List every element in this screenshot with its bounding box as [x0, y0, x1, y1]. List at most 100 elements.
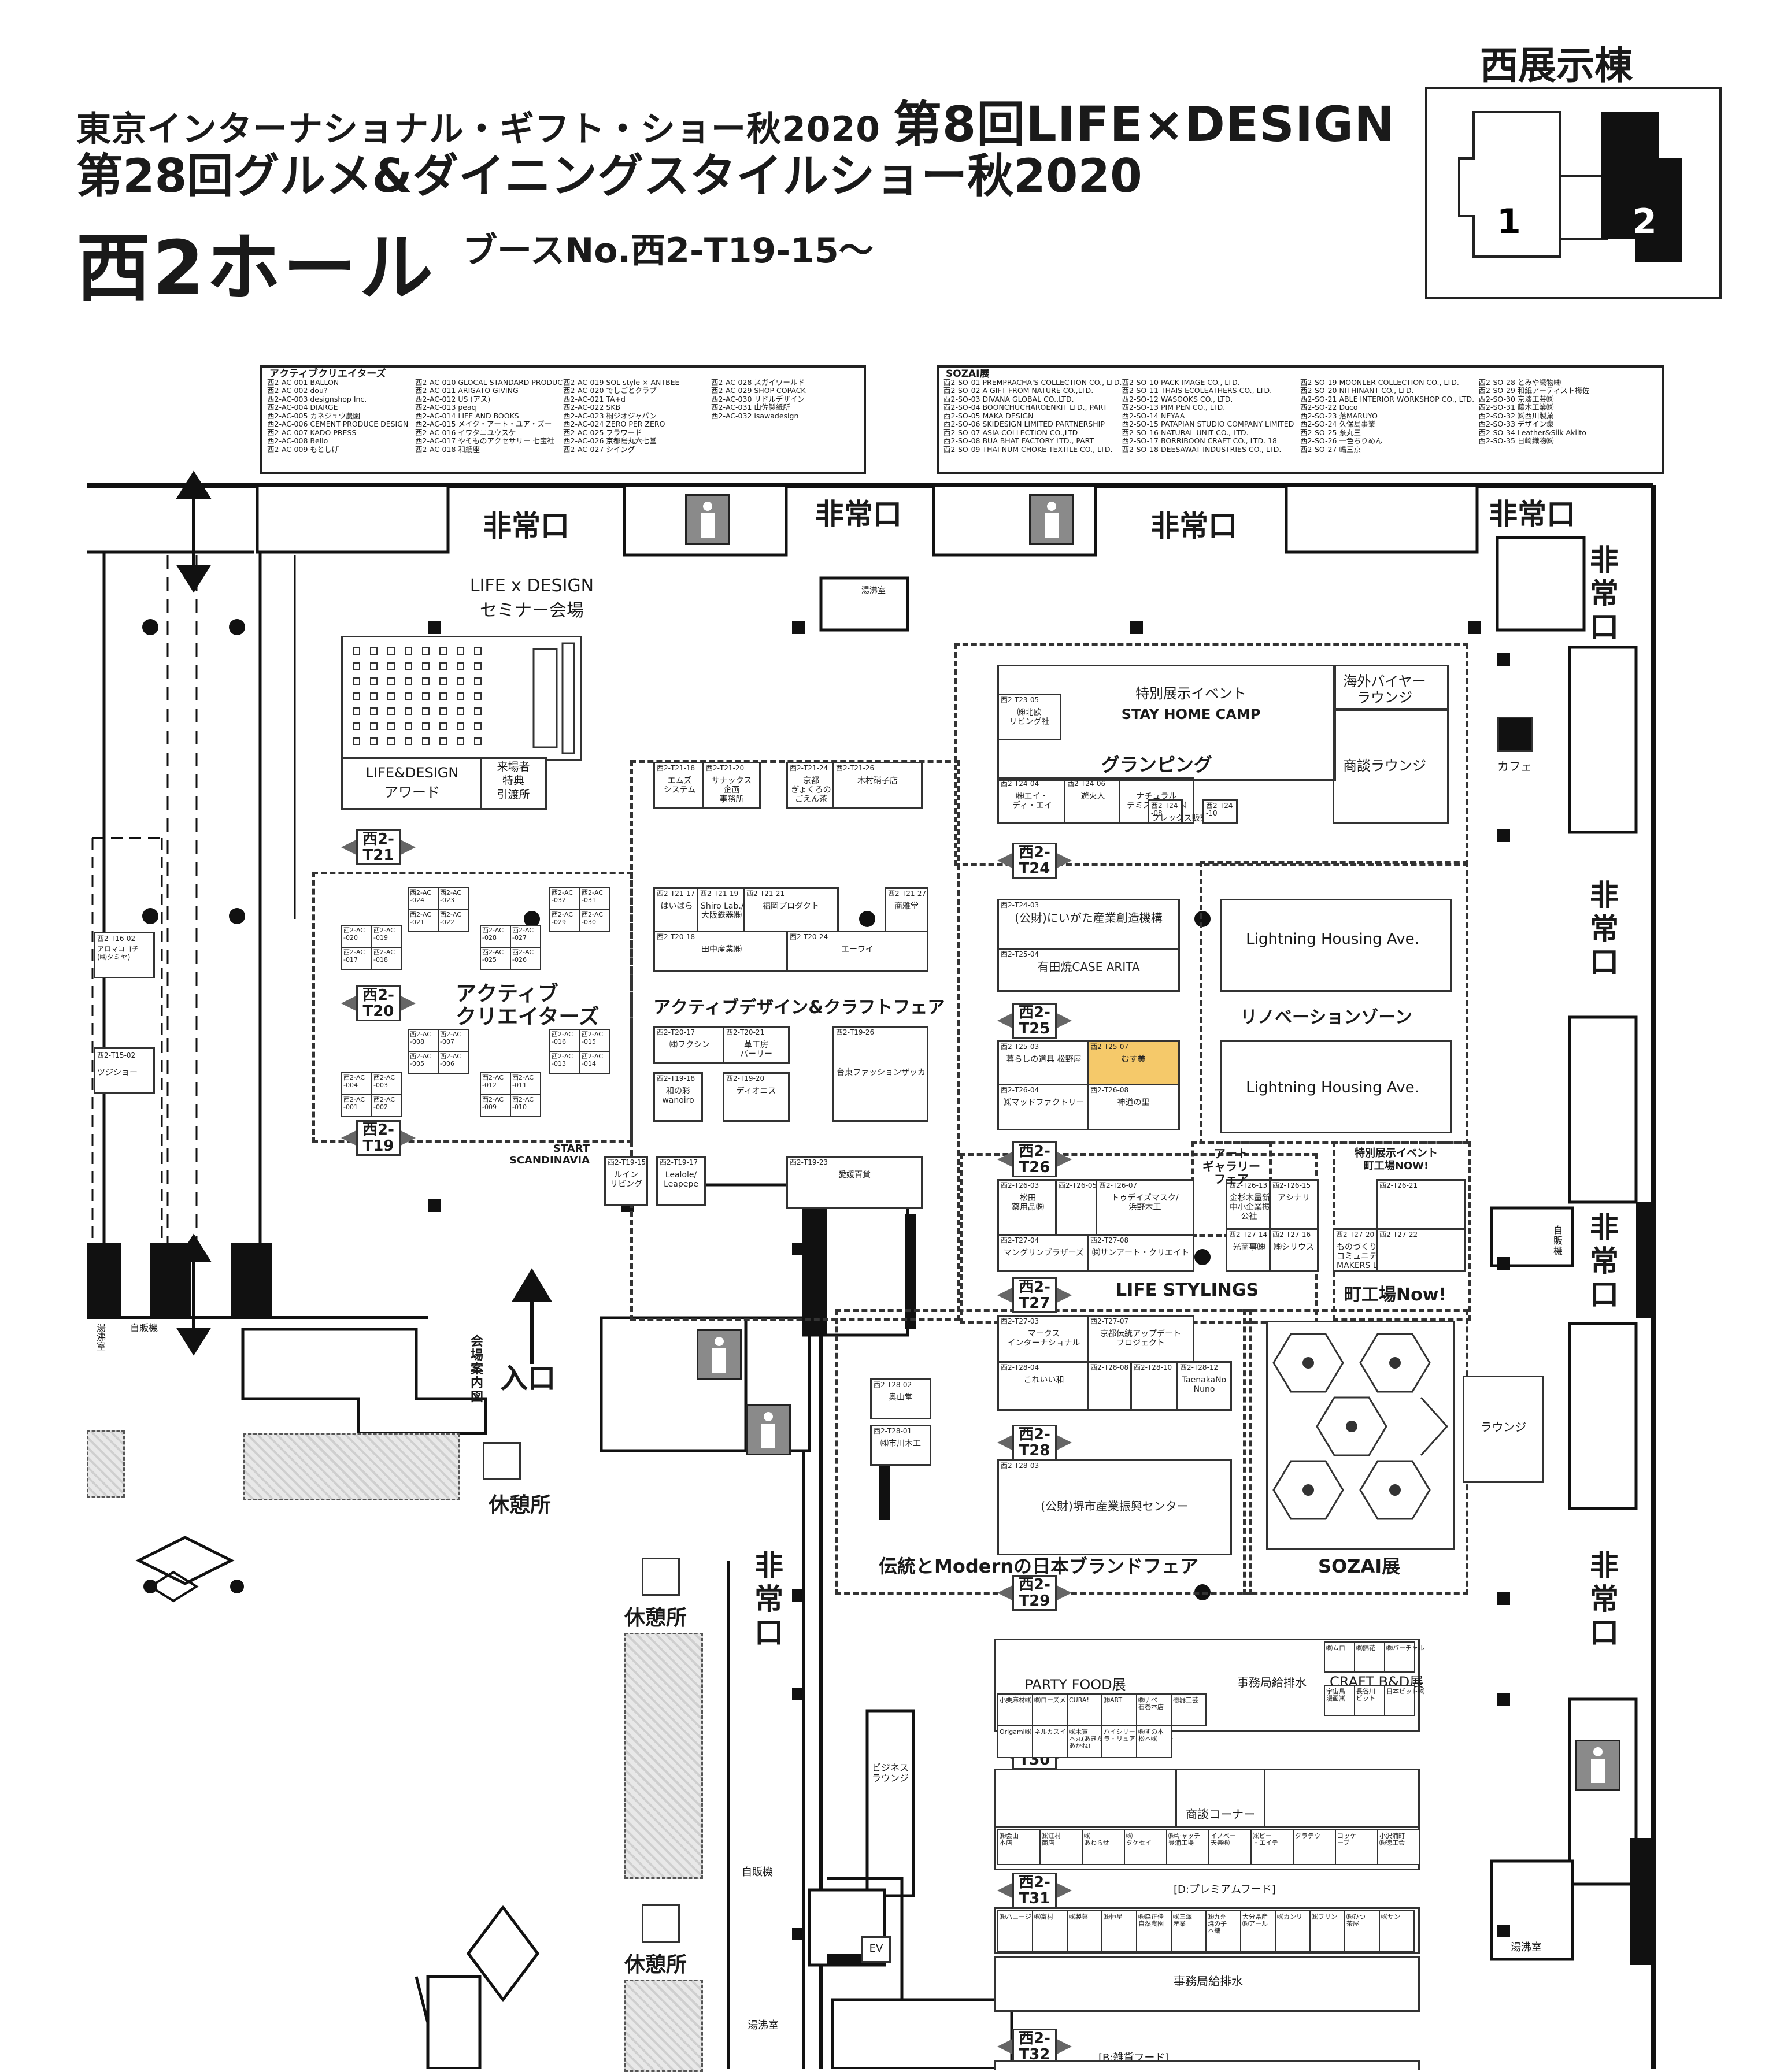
t32-booth[interactable]: 大分県産 ㈱アール: [1240, 1910, 1276, 1952]
emergency-exit-1[interactable]: 非常口: [483, 503, 569, 544]
so-entry[interactable]: 西2-SO-35 日崎織物㈱: [1478, 436, 1554, 445]
so-entry[interactable]: 西2-SO-09 THAI NUM CHOKE TEXTILE CO., LTD…: [943, 444, 1113, 454]
aisle-marker[interactable]: 西2- T27: [997, 1277, 1072, 1313]
ac-entry[interactable]: 西2-AC-029 SHOP COPACK: [711, 386, 806, 395]
glamping-main[interactable]: [997, 665, 1336, 781]
party-food-booth[interactable]: ㈱ART: [1101, 1693, 1137, 1726]
ac-entry[interactable]: 西2-AC-013 peaq: [415, 403, 476, 412]
so-entry[interactable]: 西2-SO-16 NATURAL UNIT CO., LTD.: [1122, 428, 1249, 437]
craft-booth[interactable]: 長谷川 ビット: [1354, 1685, 1385, 1716]
booth-t26-21[interactable]: 西2-T26-21: [1376, 1179, 1466, 1232]
ac-entry[interactable]: 西2-AC-005 カネジュウ農園: [267, 411, 360, 420]
t31-booth[interactable]: コッケ ーブ: [1335, 1829, 1378, 1865]
ac-entry[interactable]: 西2-AC-012 US (アス): [415, 394, 491, 403]
emergency-exit-6[interactable]: 非常口: [1587, 879, 1622, 979]
business-lounge-box[interactable]: [1333, 708, 1449, 824]
so-entry[interactable]: 西2-SO-21 ABLE INTERIOR WORKSHOP CO., LTD…: [1300, 394, 1475, 403]
ac-entry[interactable]: 西2-AC-006 CEMENT PRODUCE DESIGN: [267, 420, 409, 428]
lightning-box-2[interactable]: [1220, 1040, 1452, 1133]
aisle-marker[interactable]: 西2- T31: [997, 1873, 1072, 1908]
so-entry[interactable]: 西2-SO-25 糸丸三: [1300, 428, 1361, 437]
emergency-exit-2[interactable]: 非常口: [815, 491, 902, 533]
booth-t26-05[interactable]: 西2-T26-05: [1055, 1179, 1099, 1237]
so-entry[interactable]: 西2-SO-34 Leather&Silk Akiito: [1478, 428, 1586, 437]
ac-booth[interactable]: 西2-AC -016: [549, 1029, 580, 1052]
t32-booth[interactable]: ㈱ひつ 茶屋: [1344, 1910, 1380, 1952]
ac-booth[interactable]: 西2-AC -003: [371, 1072, 402, 1095]
lounge-booth[interactable]: ラウンジ: [1463, 1376, 1544, 1483]
ac-entry[interactable]: 西2-AC-003 designshop Inc.: [267, 394, 367, 403]
ac-booth[interactable]: 西2-AC -024: [408, 887, 439, 910]
so-entry[interactable]: 西2-SO-14 NEYAA: [1122, 411, 1185, 420]
booth-t28-10[interactable]: 西2-T28-10: [1130, 1361, 1180, 1411]
booth-t24-08[interactable]: 西2-T24 -08フレックス販売㈱: [1148, 799, 1216, 824]
ac-booth[interactable]: 西2-AC -001: [341, 1094, 372, 1117]
ac-booth[interactable]: 西2-AC -019: [371, 925, 402, 948]
emergency-exit-3[interactable]: 非常口: [1150, 503, 1237, 544]
party-food-booth[interactable]: ネルカスイ: [1032, 1725, 1068, 1758]
ac-booth[interactable]: 西2-AC -002: [371, 1094, 402, 1117]
ac-entry[interactable]: 西2-AC-014 LIFE AND BOOKS: [415, 411, 519, 420]
aisle-marker[interactable]: 西2- T32: [997, 2029, 1072, 2064]
ac-booth[interactable]: 西2-AC -011: [510, 1072, 541, 1095]
ac-booth[interactable]: 西2-AC -004: [341, 1072, 372, 1095]
aisle-marker[interactable]: 西2- T19: [341, 1120, 416, 1156]
so-entry[interactable]: 西2-SO-30 京漆工芸㈱: [1478, 394, 1554, 403]
so-entry[interactable]: 西2-SO-26 一色ちりめん: [1300, 436, 1383, 445]
booth-t28-01[interactable]: 西2-T28-01㈱市川木工: [870, 1425, 931, 1466]
ac-booth[interactable]: 西2-AC -017: [341, 947, 372, 970]
emergency-exit-8[interactable]: 非常口: [1587, 1549, 1622, 1650]
ac-booth[interactable]: 西2-AC -007: [438, 1029, 469, 1052]
booth-t24-10[interactable]: 西2-T24 -10: [1202, 799, 1238, 824]
t31-booth[interactable]: ㈱ピー ・エイテ: [1250, 1829, 1294, 1865]
ac-booth[interactable]: 西2-AC -018: [371, 947, 402, 970]
lightning-box-1[interactable]: [1220, 899, 1452, 992]
ac-booth[interactable]: 西2-AC -023: [438, 887, 469, 910]
so-entry[interactable]: 西2-SO-04 BOONCHUCHAROENKIT LTD., PART: [943, 403, 1108, 412]
ac-entry[interactable]: 西2-AC-018 和紙座: [415, 444, 480, 454]
t31-booth[interactable]: ㈱ あわらせ: [1082, 1829, 1125, 1865]
so-entry[interactable]: 西2-SO-33 デザイン衆: [1478, 420, 1554, 428]
party-food-booth[interactable]: 小栗麻材㈱: [997, 1693, 1033, 1726]
so-entry[interactable]: 西2-SO-11 THAIS ECOLEATHERS CO., LTD.: [1122, 386, 1272, 395]
ac-entry[interactable]: 西2-AC-026 京都島丸六七堂: [563, 436, 657, 445]
craft-booth[interactable]: 宇宙鳥 漫画㈱: [1324, 1685, 1355, 1716]
so-entry[interactable]: 西2-SO-20 NITHINANT CO., LTD.: [1300, 386, 1414, 395]
ac-booth[interactable]: 西2-AC -028: [480, 925, 511, 948]
business-corner[interactable]: 商談コーナー: [1175, 1769, 1265, 1830]
ac-booth[interactable]: 西2-AC -009: [480, 1094, 511, 1117]
aisle-marker[interactable]: 西2- T26: [997, 1141, 1072, 1177]
ac-booth[interactable]: 西2-AC -027: [510, 925, 541, 948]
so-entry[interactable]: 西2-SO-19 MOONLER COLLECTION CO., LTD.: [1300, 378, 1459, 387]
booth-t28-03[interactable]: 西2-T28-03(公財)堺市産業振興センター: [997, 1459, 1232, 1555]
booth-t26-04[interactable]: 西2-T26-04㈱マッドファクトリー: [997, 1084, 1090, 1130]
t32-booth[interactable]: ㈱製菓: [1067, 1910, 1102, 1952]
booth-t20-17[interactable]: 西2-T20-17㈱フクシン: [653, 1026, 726, 1064]
ac-entry[interactable]: 西2-AC-016 イワタニユウスケ: [415, 428, 516, 437]
ac-booth[interactable]: 西2-AC -020: [341, 925, 372, 948]
ac-booth[interactable]: 西2-AC -015: [579, 1029, 610, 1052]
booth-t24-03[interactable]: 西2-T24-03(公財)にいがた産業創造機構: [997, 899, 1180, 951]
ac-booth[interactable]: 西2-AC -014: [579, 1051, 610, 1074]
emergency-exit-9[interactable]: 非常口: [752, 1549, 786, 1650]
party-food-booth[interactable]: 磁器工芸: [1171, 1693, 1207, 1726]
ac-entry[interactable]: 西2-AC-010 GLOCAL STANDARD PRODUCTS: [415, 378, 563, 387]
